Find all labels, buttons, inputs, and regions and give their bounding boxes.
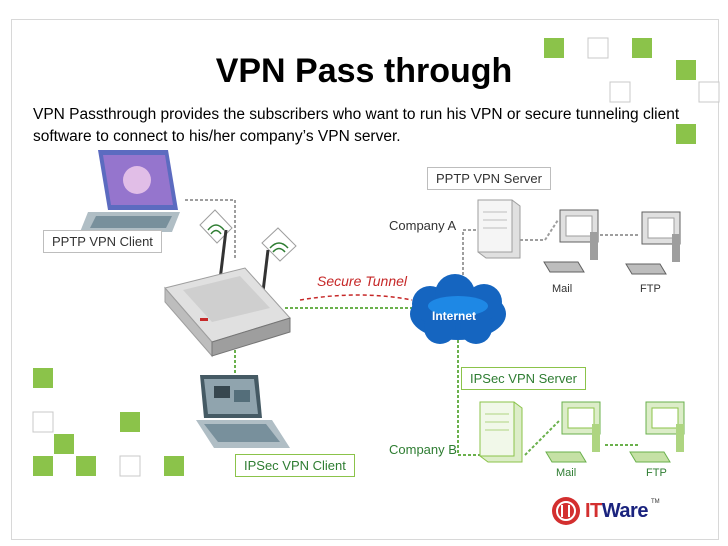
company-b-label: Company B [389,442,457,457]
logo-ware-text: Ware [601,500,649,522]
wireless-signal-icon-right [261,227,297,262]
pptp-client-label: PPTP VPN Client [43,230,162,253]
mail-server-b-icon [545,401,601,463]
ftp-server-a-icon [625,211,681,275]
slide-border [11,19,719,540]
ftp-server-b-icon [629,401,685,463]
ipsec-server-icon [479,401,523,463]
mail-server-a-icon [543,209,599,273]
decor-squares-bottom-left [32,368,184,477]
internet-label: Internet [432,309,477,323]
wireless-signal-icon-left [199,209,233,244]
description-text: VPN Passthrough provides the subscribers… [33,106,680,145]
ftp-b-label: FTP [646,467,667,479]
ipsec-client-laptop-icon [196,375,290,448]
ipsec-client-label: IPSec VPN Client [235,454,355,477]
itware-logo-icon [552,497,580,525]
ipsec-server-label: IPSec VPN Server [461,367,586,390]
company-a-label: Company A [389,218,457,233]
page-title: VPN Pass through [215,52,513,90]
pptp-server-icon [477,199,521,259]
pptp-client-laptop-icon [80,150,180,232]
ftp-a-label: FTP [640,283,661,295]
logo-it-text: IT [585,500,602,522]
decor-squares-top-right [544,37,720,144]
router-icon [164,229,291,358]
logo-trademark: TM [651,499,660,505]
pptp-server-label: PPTP VPN Server [427,167,551,190]
mail-a-label: Mail [552,283,573,295]
secure-tunnel-label: Secure Tunnel [317,273,408,289]
internet-cloud-icon [410,274,506,344]
itware-logo: ITWare TM [551,497,661,527]
logo-wordmark: ITWare [585,500,648,523]
mail-b-label: Mail [556,467,577,479]
